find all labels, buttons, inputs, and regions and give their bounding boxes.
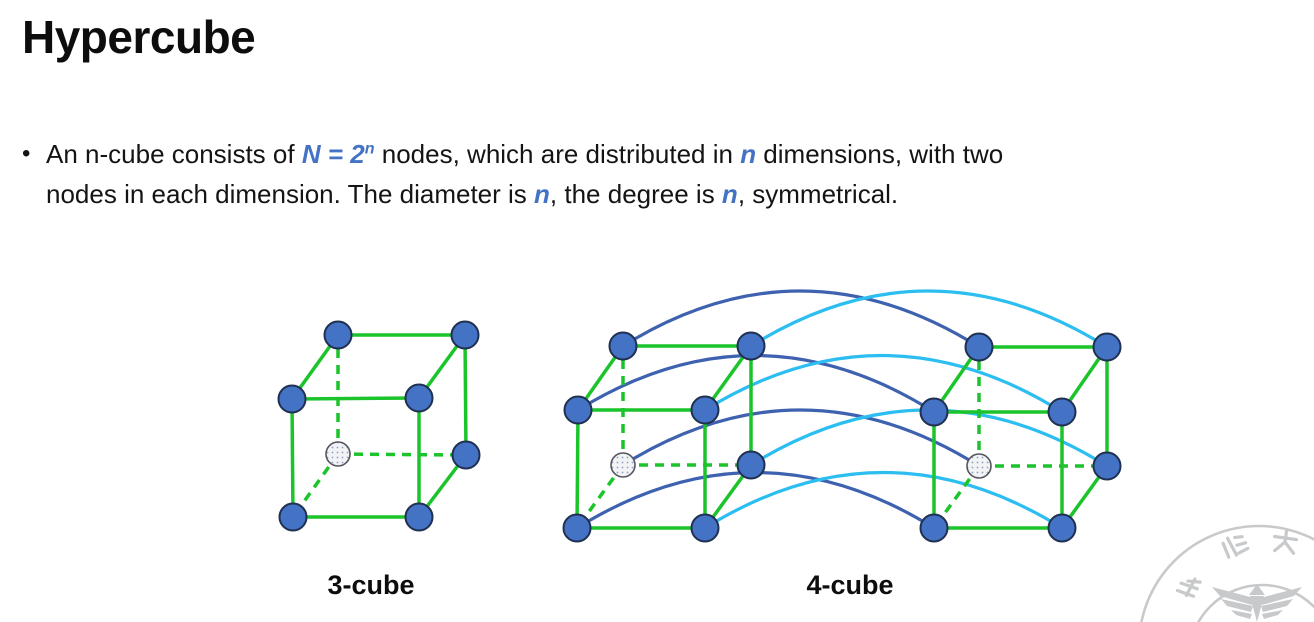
cube4-left-hidden-node xyxy=(610,452,636,478)
cube3-node xyxy=(278,502,308,532)
cube4-right-node xyxy=(1047,397,1077,427)
emphasis-text-segment: n xyxy=(364,139,375,158)
body-text-segment: nodes, which are distributed in xyxy=(374,139,741,169)
cube4-dimension-link-dark xyxy=(622,289,980,349)
cube3-node xyxy=(277,384,307,414)
cube4-right-node xyxy=(964,332,994,362)
cube3-label: 3-cube xyxy=(327,570,415,600)
cube4-left-node xyxy=(563,395,593,425)
slide-title: Hypercube xyxy=(22,11,256,63)
cube4-left-node xyxy=(608,331,638,361)
cube4-dimension-link-cyan xyxy=(704,470,1063,530)
cube4-left-node xyxy=(690,513,720,543)
body-text-segment: dimensions, with two xyxy=(756,139,1004,169)
seal-calligraphy-characters xyxy=(1175,529,1299,598)
cube4-left-node xyxy=(736,450,766,480)
cube4-left-edge xyxy=(575,409,580,529)
cube4-left-node xyxy=(690,395,720,425)
cube4-right-node xyxy=(919,397,949,427)
seal-eagle-emblem xyxy=(1212,584,1302,622)
emphasis-text-segment: n xyxy=(740,139,757,169)
cube3-node xyxy=(451,440,481,470)
cube4-right-node xyxy=(919,513,949,543)
bullet-item: • An n-cube consists of N = 2n nodes, wh… xyxy=(22,134,1290,214)
cube4-dimension-link-cyan xyxy=(750,289,1108,349)
cube3-edge-hidden xyxy=(337,452,467,457)
emphasis-text-segment: N = 2 xyxy=(301,139,365,169)
cube3-node xyxy=(404,502,434,532)
cube4-left-node xyxy=(562,513,592,543)
emphasis-text-segment: n xyxy=(534,179,550,209)
cube4-right-node xyxy=(1092,451,1122,481)
cube4-right-hidden-node xyxy=(966,453,992,479)
body-text-segment: nodes in each dimension. The diameter is xyxy=(46,179,535,209)
bullet-text: An n-cube consists of N = 2n nodes, whic… xyxy=(46,134,1290,214)
cube-nodes xyxy=(277,320,1122,543)
body-text-segment: , symmetrical. xyxy=(737,179,899,209)
cube3-edge xyxy=(290,398,295,518)
bullet-marker: • xyxy=(22,140,31,167)
cube4-label: 4-cube xyxy=(806,570,894,600)
cube4-right-edge-hidden xyxy=(932,464,981,530)
cube3-node xyxy=(450,320,480,350)
cube4-right-node xyxy=(1092,332,1122,362)
seal-outer-circle xyxy=(1140,524,1314,622)
cube3-edge xyxy=(463,334,468,456)
cube3-node xyxy=(323,320,353,350)
emphasis-text-segment: n xyxy=(721,179,738,209)
seal-inner-circle xyxy=(1197,583,1314,622)
body-text-segment: An n-cube consists of xyxy=(46,139,302,169)
cube4-left-node xyxy=(736,331,766,361)
university-seal-watermark xyxy=(1140,524,1314,622)
cube-edges xyxy=(290,333,1109,530)
cube3-node xyxy=(404,383,434,413)
cube3-edge xyxy=(291,396,420,401)
cube3-hidden-node xyxy=(325,441,351,467)
cube4-dimension-link-dark xyxy=(622,408,980,468)
cube4-right-node xyxy=(1047,513,1077,543)
body-text-segment: , the degree is xyxy=(549,179,722,209)
